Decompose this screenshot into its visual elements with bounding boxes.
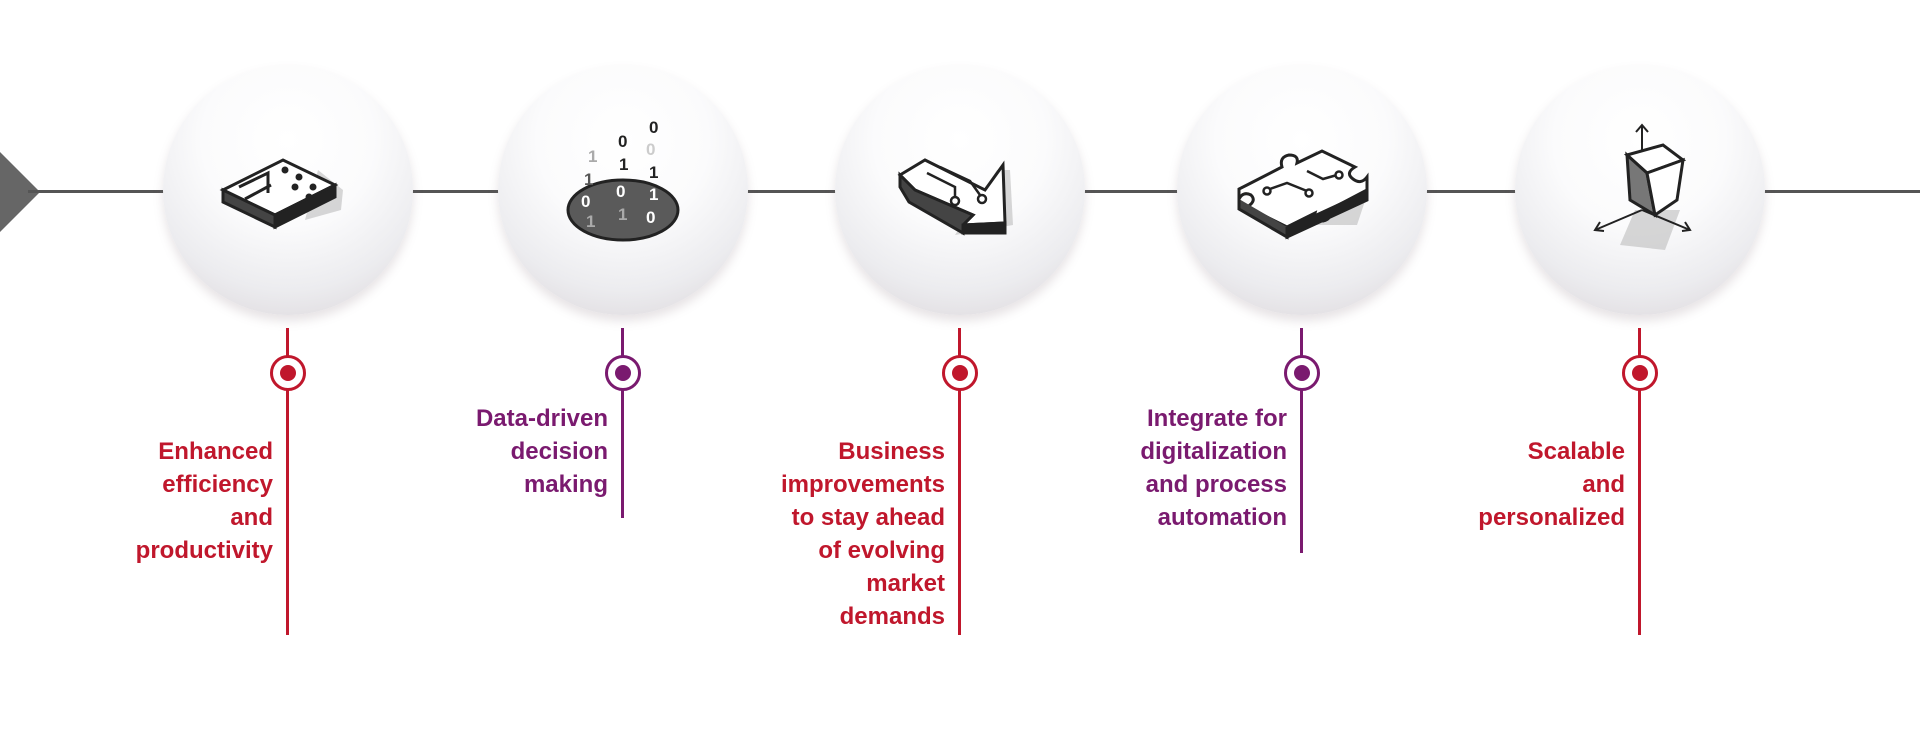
step-4: Integrate for digitalization and process… [1140,0,1427,737]
binary-digit: 0 [649,118,658,137]
binary-digit: 1 [649,185,658,204]
step-5-connector [1638,328,1641,635]
binary-digit: 1 [586,212,595,231]
step-2: 1 1 0 1 0 1 0 1 0 0 1 1 0 Data-driven de… [476,0,748,737]
step-1-connector [286,328,289,635]
step-4-connector [1300,328,1303,553]
step-1-marker [270,355,306,391]
binary-digit: 1 [588,147,597,166]
step-3-label: Business improvements to stay ahead of e… [780,438,945,630]
step-1-label: Enhanced efficiency and productivity [135,438,273,564]
step-5-label: Scalable and personalized [1478,438,1625,531]
step-3-connector [958,328,961,635]
scalable-cube-icon [1593,123,1692,250]
step-3: Business improvements to stay ahead of e… [781,0,1085,737]
arrow-chip-icon [219,158,343,230]
binary-digit: 0 [618,132,627,151]
binary-data-icon: 1 1 0 1 0 1 0 1 0 0 1 1 0 [566,118,680,242]
step-5-marker [1622,355,1658,391]
binary-digit: 1 [584,170,593,189]
step-4-marker [1284,355,1320,391]
binary-digit: 1 [649,163,658,182]
binary-digit: 0 [616,182,625,201]
binary-digit: 0 [646,140,655,159]
binary-digit: 1 [618,205,627,224]
step-3-marker [942,355,978,391]
puzzle-piece-icon [1237,149,1369,240]
binary-digit: 0 [581,192,590,211]
binary-digit: 0 [646,208,655,227]
circuit-arrow-icon [897,158,1013,236]
step-2-connector [621,328,624,518]
binary-digit: 1 [619,155,628,174]
step-4-label: Integrate for digitalization and process… [1140,405,1287,531]
step-5: Scalable and personalized [1478,0,1765,737]
step-1: Enhanced efficiency and productivity [136,0,413,737]
step-2-label: Data-driven decision making [475,405,608,498]
step-2-marker [605,355,641,391]
